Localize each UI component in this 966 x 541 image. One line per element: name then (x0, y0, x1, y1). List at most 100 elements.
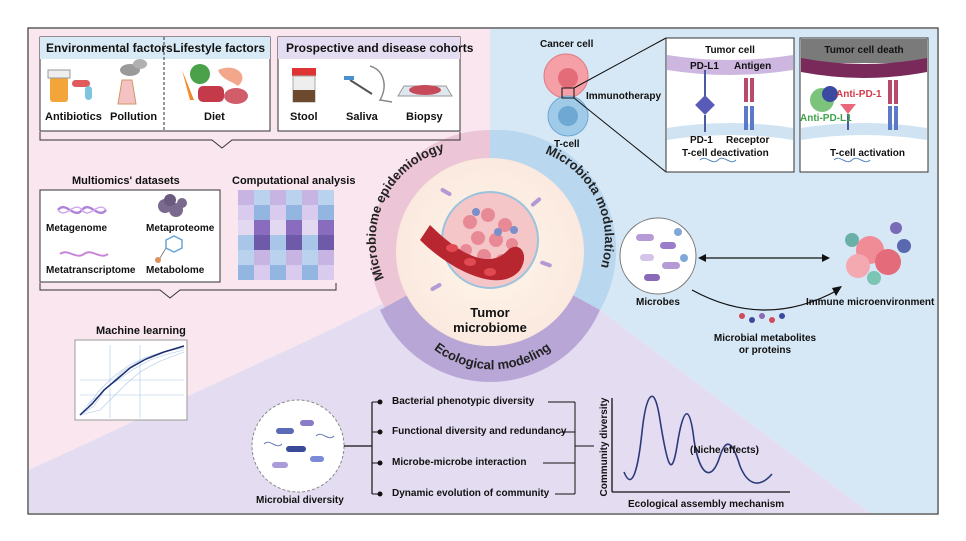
center-tumor-label: Tumor (470, 305, 510, 320)
heatmap-cell (238, 220, 254, 235)
heatmap-cell (302, 235, 318, 250)
heatmap-cell (254, 235, 270, 250)
anti-pdl1-antibody-icon (810, 86, 838, 112)
t-cell-label: T-cell (554, 139, 580, 150)
center-microbiome-label: microbiome (453, 320, 527, 335)
metaproteome-label: Metaproteome (146, 223, 215, 234)
microbes-label: Microbes (636, 297, 680, 308)
heatmap-cell (254, 190, 270, 205)
activation-label: T-cell activation (830, 148, 906, 159)
diverse-microbes-icon (263, 420, 335, 468)
niche-effects-label: (Niche effects) (690, 445, 759, 456)
t-cell-icon (547, 95, 589, 137)
heatmap-cell (270, 190, 286, 205)
heatmap-cell (238, 235, 254, 250)
immunotherapy-label: Immunotherapy (586, 91, 662, 102)
anti-pdl1-label: Anti-PD-L1 (800, 113, 852, 124)
heatmap-cell (286, 220, 302, 235)
heatmap-cell (286, 235, 302, 250)
ecology-region (29, 250, 870, 513)
computational-heatmap (238, 190, 334, 280)
heatmap-cell (238, 205, 254, 220)
heatmap-cell (302, 205, 318, 220)
heatmap-cell (254, 205, 270, 220)
metagenome-label: Metagenome (46, 223, 108, 234)
multiomics-title: Multiomics' datasets (72, 175, 180, 187)
heatmap-cell (270, 205, 286, 220)
metabolites-label-1: Microbial metabolites (713, 333, 817, 344)
heatmap-cell (318, 220, 334, 235)
anti-pd1-label: Anti-PD-1 (836, 89, 882, 100)
cancer-cell-label: Cancer cell (540, 39, 594, 50)
ecology-item-3: Microbe-microbe interaction (392, 457, 527, 468)
community-diversity-label: Community diversity (599, 397, 610, 497)
metabolites-icon (739, 313, 785, 323)
metabolites-label-2: or proteins (738, 345, 792, 356)
niche-curve (623, 395, 773, 484)
zoom-box (561, 87, 575, 99)
antibiotics-icon (47, 69, 92, 102)
metabolome-label: Metabolome (146, 265, 205, 276)
diet-label: Diet (204, 111, 225, 123)
heatmap-cell (270, 250, 286, 265)
microbial-diversity-label: Microbial diversity (256, 495, 344, 506)
x-axis-label: Ecological assembly mechanism (628, 499, 785, 510)
tumor-illustration (420, 188, 552, 291)
microbes-icon (636, 228, 688, 281)
biopsy-label: Biopsy (406, 111, 443, 123)
heatmap-cell (302, 250, 318, 265)
diet-icon (182, 64, 248, 104)
receptor-label: Receptor (726, 135, 770, 146)
ecology-item-1: Bacterial phenotypic diversity (392, 396, 535, 407)
heatmap-cell (270, 235, 286, 250)
pollution-icon (117, 59, 147, 105)
metatranscriptome-label: Metatranscriptome (46, 265, 136, 276)
computational-title: Computational analysis (232, 175, 356, 187)
factors-header (40, 37, 270, 59)
tumor-cell-label: Tumor cell (705, 45, 755, 56)
saliva-icon (344, 65, 393, 103)
metaproteome-icon (158, 194, 187, 217)
heatmap-cell (318, 265, 334, 280)
metatranscriptome-icon (59, 251, 109, 257)
metabolome-icon (155, 235, 183, 263)
antigen-label: Antigen (734, 61, 772, 72)
tcell-membrane (667, 123, 793, 140)
dying-membrane (801, 58, 927, 78)
lifestyle-title: Lifestyle factors (173, 41, 266, 55)
cohorts-title: Prospective and disease cohorts (286, 41, 474, 55)
heatmap-cell (318, 190, 334, 205)
tumor-death-label: Tumor cell death (824, 45, 904, 56)
deactivation-label: T-cell deactivation (682, 148, 769, 159)
saliva-label: Saliva (346, 111, 378, 123)
env-factors-title: Environmental factors (46, 41, 173, 55)
stool-icon (292, 68, 316, 103)
heatmap-cell (238, 265, 254, 280)
heatmap-cell (286, 265, 302, 280)
ml-roc-curves (79, 345, 185, 418)
ecology-item-4: Dynamic evolution of community (392, 488, 550, 499)
pdl1-label: PD-L1 (690, 61, 719, 72)
heatmap-cell (318, 205, 334, 220)
multiomics-box (39, 189, 221, 283)
heatmap-cell (238, 190, 254, 205)
ml-main-curve (79, 345, 185, 416)
stool-label: Stool (290, 111, 318, 123)
heatmap-cell (254, 265, 270, 280)
heatmap-cell (302, 265, 318, 280)
ml-title: Machine learning (96, 325, 186, 337)
heatmap-cell (270, 220, 286, 235)
death-header (801, 39, 927, 63)
tumor-membrane (667, 55, 793, 75)
heatmap-cell (238, 250, 254, 265)
pd1-label: PD-1 (690, 135, 713, 146)
heatmap-cell (270, 265, 286, 280)
heatmap-cell (318, 250, 334, 265)
immune-env-label: Immune microenvironment (806, 297, 935, 308)
antibiotics-label: Antibiotics (45, 111, 102, 123)
metagenome-icon (57, 205, 107, 215)
heatmap-cell (286, 190, 302, 205)
heatmap-cell (302, 190, 318, 205)
cancer-cell-icon (543, 53, 589, 99)
